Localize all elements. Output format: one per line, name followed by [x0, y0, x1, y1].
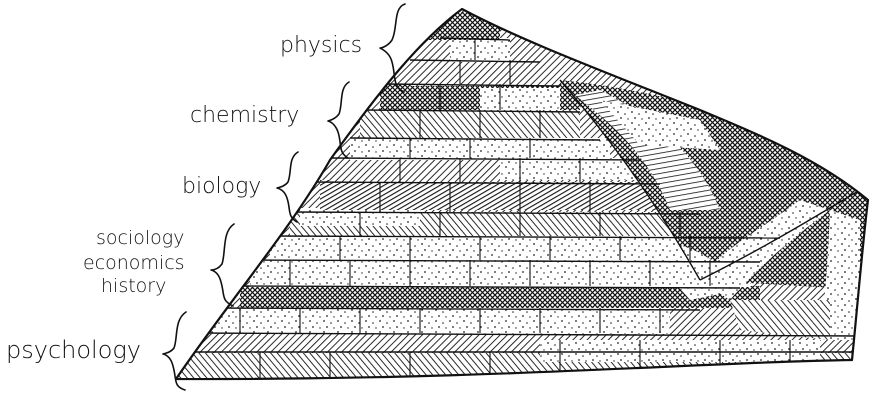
label-sociology: sociology [96, 227, 184, 249]
brace-biology [277, 152, 298, 222]
label-economics: economics [83, 252, 185, 274]
label-physics: physics [280, 33, 362, 58]
brace-social [211, 224, 234, 306]
label-psychology: psychology [6, 336, 141, 364]
label-biology: biology [182, 174, 261, 199]
label-chemistry: chemistry [190, 103, 299, 128]
label-history: history [101, 275, 166, 297]
